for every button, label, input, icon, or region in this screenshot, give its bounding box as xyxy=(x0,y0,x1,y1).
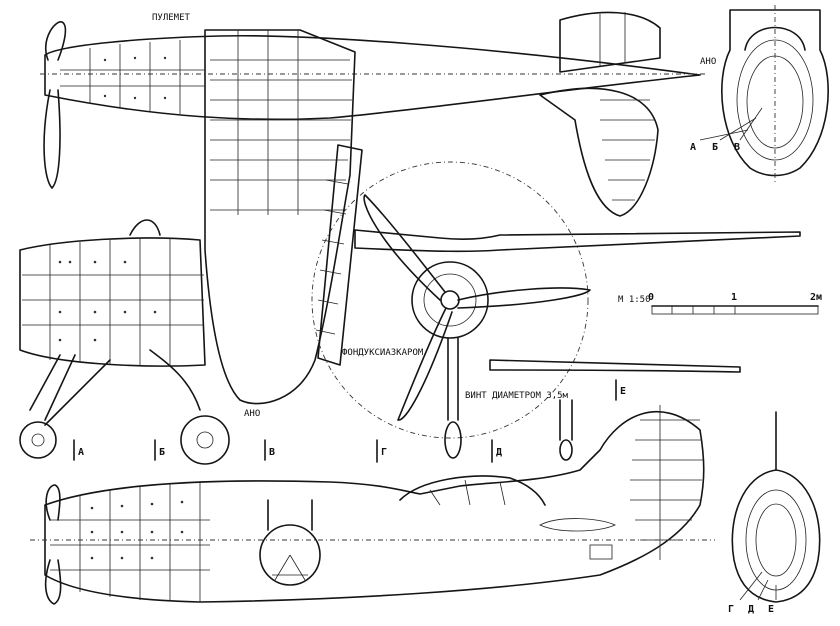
mid-wheel xyxy=(180,415,230,465)
plan-wing-ribs xyxy=(210,30,352,335)
front-view: Г Д Е ФОНДУКСИАЗКАРОМ ВИНТ ДИАМЕТРОМ 3,5… xyxy=(311,161,801,463)
plan-propeller-blade-lower xyxy=(43,89,61,189)
front-prop-blade-2 xyxy=(457,287,591,309)
plan-wing xyxy=(204,29,356,405)
forward-wheel-hub xyxy=(31,433,45,447)
marker-label-e: Е xyxy=(620,386,626,397)
leader-b xyxy=(719,117,757,141)
front-wing-upper xyxy=(354,229,801,253)
front-tail-wheel xyxy=(559,439,573,461)
leader-v xyxy=(739,107,763,141)
forward-fuselage-outline xyxy=(19,237,206,367)
plan-aileron xyxy=(317,144,363,366)
plan-stabilizer-lower xyxy=(539,87,659,217)
marker-label-d: Д xyxy=(496,447,502,458)
side-view xyxy=(30,405,715,605)
cross-section-abv: А Б В xyxy=(690,5,829,185)
front-stabilizer xyxy=(489,359,741,373)
scale-tick-1: 1 xyxy=(731,292,737,303)
forward-landing-gear-struts xyxy=(29,354,111,426)
section-label-a: А xyxy=(690,142,696,153)
plan-propeller-blade-upper xyxy=(45,21,67,61)
cross-section-gde: Г Д Е xyxy=(728,411,821,615)
propeller-disc-arc xyxy=(311,161,589,439)
scale-ratio: М 1:50 xyxy=(618,295,651,305)
ano-label-bottom: АНО xyxy=(244,409,260,419)
front-prop-blade-3 xyxy=(397,307,453,421)
forward-canopy-bump xyxy=(129,219,161,236)
side-cowl-panels xyxy=(50,482,210,602)
marker-label-v: В xyxy=(269,447,275,458)
ano-label-top: АНО xyxy=(700,57,716,67)
side-stabilizer xyxy=(539,518,616,532)
note-fuselage: ФОНДУКСИАЗКАРОМ xyxy=(342,348,424,358)
side-detail-forward: А Б В xyxy=(19,219,275,465)
front-cowl-inner xyxy=(423,273,477,327)
side-gear-fairing xyxy=(267,499,313,531)
side-canopy xyxy=(399,475,546,506)
front-wheel xyxy=(444,421,462,459)
section-label-g: Г xyxy=(728,604,734,615)
plan-rivets xyxy=(103,56,167,100)
marker-label-b: Б xyxy=(159,447,165,458)
section-gde-frame-outer xyxy=(745,489,807,591)
side-tail-hatch xyxy=(589,544,613,560)
side-fuselage xyxy=(44,411,705,603)
plan-fuselage xyxy=(44,34,701,121)
scale-tick-0: 0 xyxy=(648,292,654,303)
section-gde-frame-inner xyxy=(755,503,797,577)
section-label-b: Б xyxy=(712,142,718,153)
front-tail-gear xyxy=(559,399,573,441)
plan-cowl-panels xyxy=(60,40,205,114)
marker-label-a: А xyxy=(78,447,84,458)
side-wheel-well xyxy=(259,524,321,586)
side-prop-blade-lower xyxy=(44,559,62,605)
side-fin-ribs xyxy=(630,405,703,560)
mid-gear-strut xyxy=(149,349,201,411)
section-gde-outline xyxy=(731,469,821,603)
section-abv-canopy xyxy=(744,26,806,51)
mid-wheel-hub xyxy=(196,431,214,449)
side-canopy-frames xyxy=(429,479,506,506)
section-label-e: Е xyxy=(768,604,774,615)
forward-wheel xyxy=(19,421,57,459)
plan-stabilizer-upper xyxy=(559,11,661,73)
section-label-v: В xyxy=(734,142,740,153)
front-spinner xyxy=(440,290,460,310)
plan-stabilizer-ribs xyxy=(599,12,655,201)
note-propeller-diameter: ВИНТ ДИАМЕТРОМ 3,5м xyxy=(465,391,569,401)
front-prop-blade-1 xyxy=(363,194,446,301)
scale-tick-2: 2м xyxy=(810,292,822,303)
scale-bar: М 1:50 0 1 2м xyxy=(618,292,822,315)
leader-a xyxy=(699,129,749,141)
plan-view: ПУЛЕМЕТ АНО АНО xyxy=(40,11,716,419)
front-cowl xyxy=(411,261,489,339)
section-abv-frame-outer xyxy=(736,39,814,161)
note-machine-gun: ПУЛЕМЕТ xyxy=(152,13,191,23)
section-label-d: Д xyxy=(748,604,754,615)
side-rivets xyxy=(90,500,184,560)
side-wheel-spokes xyxy=(272,554,308,581)
marker-label-g: Г xyxy=(381,447,387,458)
section-abv-outline xyxy=(721,9,829,177)
front-gear-leg xyxy=(447,337,459,421)
forward-rivets xyxy=(58,260,157,342)
forward-panels xyxy=(22,238,204,366)
